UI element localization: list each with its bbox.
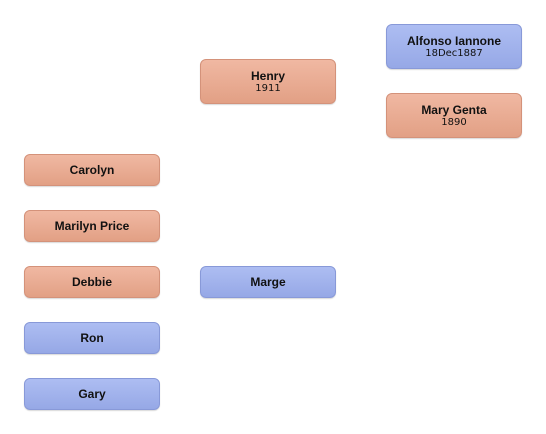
person-name: Marge <box>250 275 286 289</box>
person-name: Mary Genta <box>421 102 487 117</box>
person-card-gary[interactable]: Gary <box>24 378 160 410</box>
person-card-ron[interactable]: Ron <box>24 322 160 354</box>
person-name: Henry <box>250 68 285 83</box>
person-date: 18Dec1887 <box>425 47 483 59</box>
person-name: Ron <box>80 331 104 345</box>
person-card-marge[interactable]: Marge <box>200 266 336 298</box>
person-name: Alfonso Iannone <box>407 33 501 48</box>
person-name: Debbie <box>71 275 112 289</box>
person-card-carolyn[interactable]: Carolyn <box>24 154 160 186</box>
person-name: Marilyn Price <box>54 219 130 233</box>
person-card-alfonso-iannone[interactable]: Alfonso Iannone 18Dec1887 <box>386 24 522 69</box>
person-card-henry[interactable]: Henry 1911 <box>200 59 336 104</box>
person-name: Gary <box>78 387 106 401</box>
person-date: 1890 <box>441 116 467 128</box>
person-card-marilyn-price[interactable]: Marilyn Price <box>24 210 160 242</box>
person-card-debbie[interactable]: Debbie <box>24 266 160 298</box>
person-name: Carolyn <box>69 163 115 177</box>
person-card-mary-genta[interactable]: Mary Genta 1890 <box>386 93 522 138</box>
person-date: 1911 <box>255 82 281 94</box>
